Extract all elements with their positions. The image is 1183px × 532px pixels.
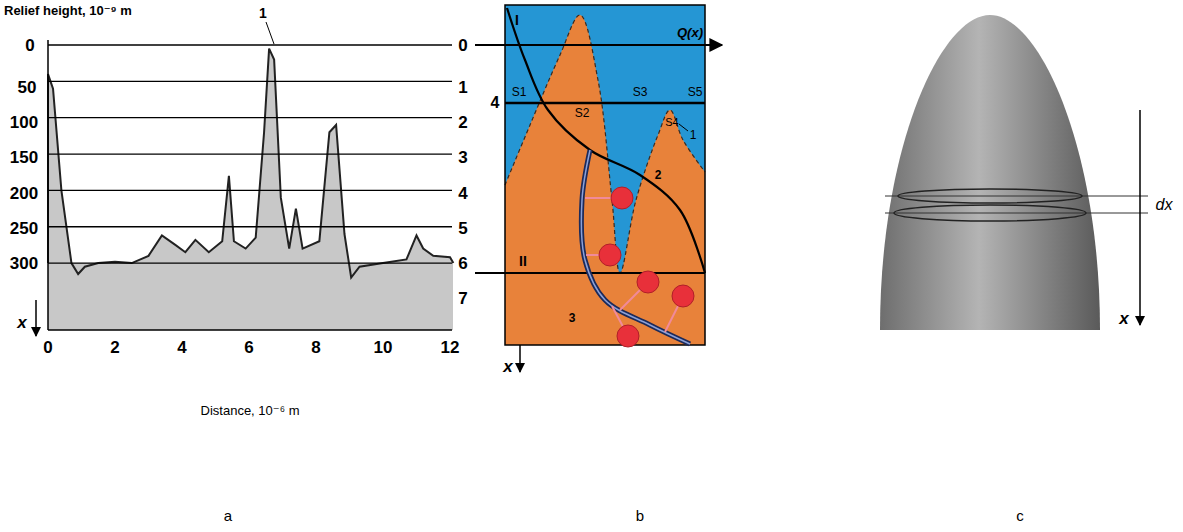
level-number: 1 (458, 79, 467, 96)
grid-line (48, 117, 452, 118)
tick-label: 6 (244, 339, 253, 356)
panel-caption: c (1016, 508, 1024, 523)
area-label: S4 (665, 117, 678, 128)
tick-label: 100 (10, 114, 38, 131)
substrate (48, 263, 453, 330)
surface-curve (505, 15, 705, 273)
level-line (505, 102, 705, 105)
tick-label: 10 (374, 339, 393, 356)
q-curve (507, 8, 705, 273)
tick-label: 0 (43, 339, 52, 356)
tick-label: 200 (10, 185, 38, 202)
tick-label: 2 (110, 339, 119, 356)
tick-label: 50 (18, 79, 37, 96)
level-number: 7 (458, 290, 467, 307)
tick-label: 250 (10, 220, 38, 237)
level-number: 4 (491, 95, 500, 111)
tick-label: 12 (441, 339, 460, 356)
slice-line (885, 196, 1148, 197)
grid-line (48, 190, 452, 191)
particle (611, 187, 633, 209)
axis-label: x (1119, 310, 1128, 327)
x-axis (519, 345, 521, 372)
function-label: Q(x) (677, 26, 703, 39)
particle (599, 244, 621, 266)
particle (617, 325, 639, 347)
axis-label: x (503, 358, 512, 375)
panel-caption: a (224, 508, 232, 523)
curve-number: 1 (690, 129, 697, 141)
relief-profile (48, 49, 453, 278)
axis-title: Relief height, 10⁻⁹ m (4, 4, 132, 17)
particle (637, 271, 659, 293)
dimension-label: dx (1156, 197, 1173, 213)
medium-region (505, 5, 705, 345)
asperity-body (880, 15, 1100, 330)
tick-label: 150 (10, 149, 38, 166)
area-label: S2 (575, 107, 590, 119)
region-label: I (515, 13, 519, 27)
area-label: S3 (633, 86, 648, 98)
area-label: S1 (512, 86, 527, 98)
level-number: 0 (458, 37, 467, 54)
tick-label: 300 (10, 255, 38, 272)
level-number: 2 (458, 114, 467, 131)
area-label: S5 (688, 86, 703, 98)
panel-caption: b (636, 508, 644, 523)
x-axis (35, 300, 37, 336)
callout-number: 1 (259, 6, 267, 20)
grid-line (48, 44, 452, 45)
axis-label: x (17, 314, 26, 331)
grid-line (48, 81, 452, 82)
asperity-panel (880, 15, 1148, 330)
leader-line (679, 124, 688, 131)
slice-ellipse (894, 205, 1086, 221)
solid-region (505, 15, 705, 345)
level-number: 3 (458, 149, 467, 166)
y-axis (47, 40, 49, 330)
level-number: 5 (458, 220, 467, 237)
tick-label: 0 (25, 37, 34, 54)
particle (672, 285, 694, 307)
level-number: 4 (458, 185, 467, 202)
axis-title: Distance, 10⁻⁶ m (201, 404, 300, 417)
grid-line (48, 226, 452, 227)
level-arrow (475, 44, 722, 46)
distance-axis (48, 329, 452, 331)
leader-line (266, 22, 274, 44)
level-number: 6 (458, 255, 467, 272)
layer-panel (475, 5, 722, 372)
region-label: II (519, 254, 527, 268)
grid-line (48, 153, 452, 154)
grid-line (48, 262, 452, 263)
slice-line (885, 213, 1148, 214)
slice-ellipse (898, 189, 1082, 203)
tick-label: 4 (177, 339, 186, 356)
panel-frame (505, 5, 705, 345)
profile-panel (36, 22, 453, 336)
tick-label: 8 (311, 339, 320, 356)
x-axis (1139, 110, 1141, 325)
curve-number: 2 (655, 169, 662, 181)
profile-curve (581, 150, 690, 344)
profile-curve (581, 150, 690, 344)
curve-number: 3 (569, 312, 576, 324)
